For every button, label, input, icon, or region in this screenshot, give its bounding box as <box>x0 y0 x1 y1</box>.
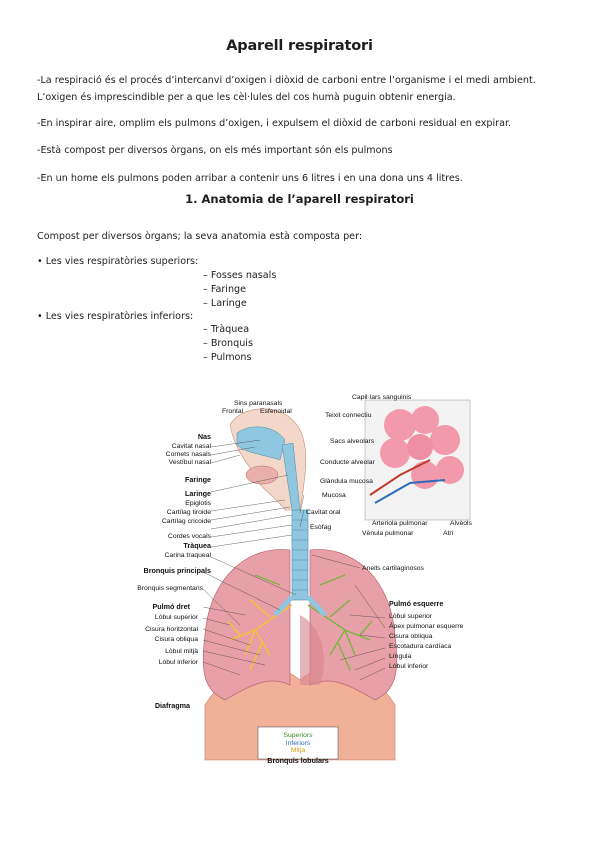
list-item: – Bronquis <box>203 338 253 349</box>
label-mitja: Mitja <box>291 747 306 754</box>
label-segmentaris: Bronquis segmentaris <box>137 585 203 592</box>
label-cornets: Cornets nasals <box>166 451 212 458</box>
label-l-inf: Lòbul inferior <box>389 663 429 670</box>
trachea <box>291 509 309 601</box>
label-apex: Àpex pulmonar esquerre <box>389 621 464 630</box>
list-item: – Faringe <box>203 284 247 295</box>
label-bronquis-lobulars: Bronquis lobulars <box>267 756 329 765</box>
label-sacs: Sacs alveolars <box>330 438 375 445</box>
label-alveols: Alvèols <box>450 520 473 527</box>
label-tiroide: Cartílag tiroide <box>167 509 211 516</box>
respiratory-anatomy-figure: Sins paranasals Frontal Esfenoidal Nas C… <box>137 394 473 765</box>
page-title: Aparell respiratori <box>226 38 373 54</box>
label-superiors: Superiors <box>283 732 313 739</box>
main-bronchi <box>273 595 327 617</box>
label-conducte: Conducte alveolar <box>320 459 376 466</box>
lobular-legend-box <box>257 726 339 760</box>
list-item: – Pulmons <box>203 352 252 363</box>
label-escotadura: Escotadura cardíaca <box>389 643 452 650</box>
label-faringe: Faringe <box>185 475 211 484</box>
label-carina: Carina traqueal <box>165 552 212 559</box>
oral-cavity <box>245 465 279 485</box>
intro-paragraph-3: -Està compost per diversos òrgans, on el… <box>37 145 393 156</box>
label-cisura-h: Cisura horitzontal <box>145 626 198 633</box>
label-lobul-sup: Lòbul superior <box>155 614 199 621</box>
label-traquea: Tràquea <box>183 541 212 550</box>
intro-paragraph-2: -En inspirar aire, omplim els pulmons d’… <box>37 118 512 129</box>
label-cisura-o: Cisura obliqua <box>155 636 199 643</box>
label-glandula: Glàndula mucosa <box>320 478 373 485</box>
label-epiglotis: Epiglotis <box>185 500 211 507</box>
intro-paragraph-4: -En un home els pulmons poden arribar a … <box>37 173 463 184</box>
lower-airways-label: • Les vies respiratòries inferiors: <box>37 311 194 322</box>
label-esofag: Esòfag <box>310 524 331 531</box>
pharynx <box>281 442 301 511</box>
label-atri: Atri <box>443 530 454 537</box>
left-lung-shape <box>309 549 398 701</box>
label-nas: Nas <box>198 432 211 441</box>
heart-notch <box>300 615 324 685</box>
intro-paragraph-1: -La respiració és el procés d’intercanvi… <box>37 75 536 103</box>
list-item: – Laringe <box>203 298 247 309</box>
label-lobul-inf: Lòbul inferior <box>159 659 199 666</box>
label-sins: Sins paranasals <box>234 400 283 407</box>
label-teixit: Teixit connectiu <box>325 412 372 419</box>
label-cordes: Cordes vocals <box>168 533 212 540</box>
label-principals: Bronquis principals <box>144 566 212 575</box>
label-lingula: Língula <box>389 653 412 660</box>
label-anells: Anells cartilaginosos <box>362 565 425 572</box>
label-capil: Capil·lars sanguinis <box>352 394 412 401</box>
list-item: – Tràquea <box>203 324 250 335</box>
label-cavitat: Cavitat nasal <box>172 443 212 450</box>
label-inferiors: Inferiors <box>286 740 311 747</box>
list-item: – Fosses nasals <box>203 270 277 281</box>
label-l-sup: Lòbul superior <box>389 613 433 620</box>
label-frontal: Frontal <box>222 408 244 415</box>
label-venula: Vènula pulmonar <box>362 530 414 537</box>
label-vestibul: Vestíbul nasal <box>169 459 212 466</box>
label-pulmo-dret: Pulmó dret <box>152 602 190 611</box>
alveoli-inset <box>364 399 471 521</box>
label-esfenoidal: Esfenoidal <box>260 408 292 415</box>
label-laringe: Laringe <box>185 489 211 498</box>
right-lung-shape <box>202 549 291 701</box>
section-heading: 1. Anatomia de l’aparell respiratori <box>185 192 414 206</box>
label-lobul-mitja: Lòbul mitjà <box>165 648 198 655</box>
label-arteriola: Arteriola pulmonar <box>372 520 428 527</box>
section-intro: Compost per diversos òrgans; la seva ana… <box>37 231 363 242</box>
upper-airways-label: • Les vies respiratòries superiors: <box>37 256 199 267</box>
label-mucosa: Mucosa <box>322 492 346 499</box>
label-cricoide: Cartílag cricoide <box>162 518 211 525</box>
label-cavitat-oral: Cavitat oral <box>306 509 341 516</box>
label-cisura: Cisura obliqua <box>389 633 433 640</box>
label-pulmo-esq: Pulmó esquerre <box>389 599 443 608</box>
label-diafragma: Diafragma <box>155 701 191 710</box>
